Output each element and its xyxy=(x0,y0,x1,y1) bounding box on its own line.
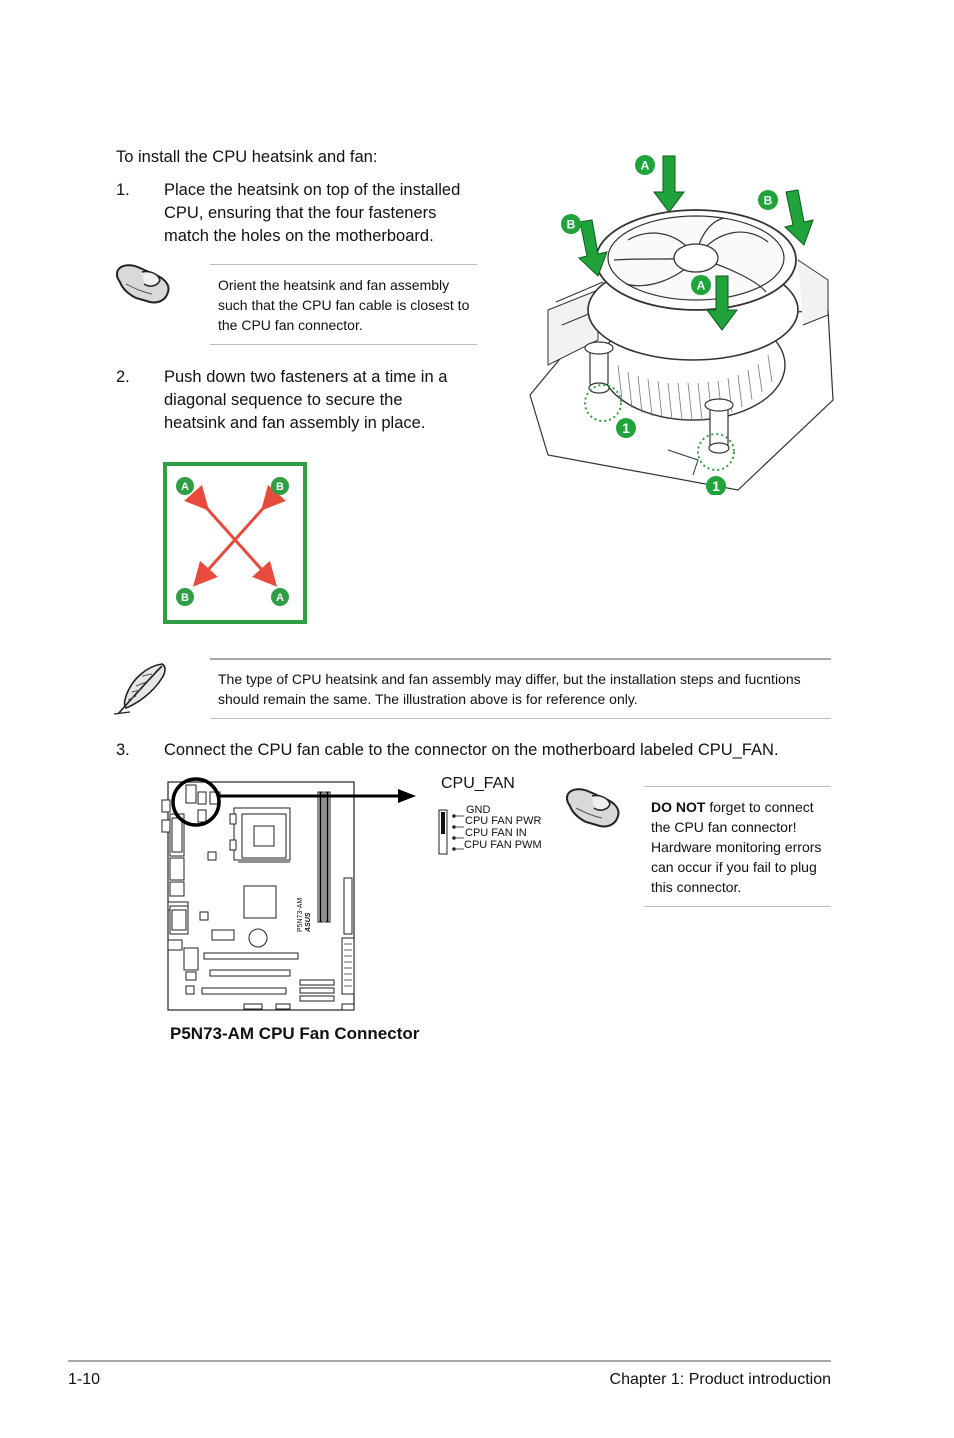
connector-highlight-circle xyxy=(171,777,221,827)
socket-edge-right xyxy=(797,259,829,326)
diagonal-sequence-diagram: A B B A xyxy=(163,462,307,624)
hole-circle-left xyxy=(584,384,622,422)
warning-bottom-rule xyxy=(644,906,831,907)
svg-text:B: B xyxy=(567,218,576,232)
warning-text: DO NOT forget to connect the CPU fan con… xyxy=(651,797,831,897)
step-2-text: Push down two fasteners at a time in a d… xyxy=(164,368,448,432)
arrow-b-right xyxy=(783,189,814,246)
svg-text:A: A xyxy=(181,481,189,493)
feather-note-icon xyxy=(113,663,166,715)
badge-a-top: A xyxy=(635,155,655,175)
step-1-text: Place the heatsink on top of the install… xyxy=(164,181,461,245)
figure-caption: P5N73-AM CPU Fan Connector xyxy=(170,1024,420,1043)
arrow-a-center xyxy=(706,275,738,331)
warning-rest: forget to connect the CPU fan connector!… xyxy=(651,799,822,895)
svg-text:B: B xyxy=(181,592,189,604)
chapter-title: Chapter 1: Product introduction xyxy=(609,1371,831,1388)
badge-bottom-right: A xyxy=(271,588,289,606)
badge-1-left: 1 xyxy=(616,418,636,438)
warning-bold: DO NOT xyxy=(651,799,706,815)
hand-warning-icon xyxy=(565,788,620,828)
fan-hub xyxy=(673,243,719,273)
note-1-bottom-rule xyxy=(210,344,477,345)
page-number: 1-10 xyxy=(68,1371,101,1388)
step-1-number: 1. xyxy=(116,181,130,199)
warning-top-rule xyxy=(644,786,831,787)
badge-a-center: A xyxy=(691,275,711,295)
pin-label-cpu-fan-in: CPU FAN IN xyxy=(465,827,527,839)
footer-rule xyxy=(68,1360,831,1362)
step-3-text: Connect the CPU fan cable to the connect… xyxy=(164,741,779,759)
note-orient-text: Orient the heatsink and fan assembly suc… xyxy=(218,277,470,333)
expansion-slots xyxy=(201,952,355,1011)
motherboard-layout: P5N73-AM ASUS xyxy=(161,777,416,1011)
intro-text: To install the CPU heatsink and fan: xyxy=(116,148,378,166)
badge-bottom-left: B xyxy=(176,588,194,606)
battery xyxy=(248,928,268,948)
svg-text:A: A xyxy=(697,279,706,293)
note-1-top-rule xyxy=(210,264,477,265)
note-2-top-rule xyxy=(210,658,831,660)
cpu-fan-title: CPU_FAN xyxy=(441,775,515,792)
pin-label-cpu-fan-pwr: CPU FAN PWR xyxy=(465,815,542,827)
cpu-fan-pin-header xyxy=(438,809,464,855)
svg-text:A: A xyxy=(641,159,650,173)
step-2-number: 2. xyxy=(116,368,130,386)
badge-top-right: B xyxy=(271,477,289,495)
note-2-bottom-rule xyxy=(210,718,831,719)
hole-circle-right xyxy=(697,433,735,471)
svg-text:A: A xyxy=(276,592,284,604)
svg-text:1: 1 xyxy=(712,478,720,494)
pin-label-gnd: GND xyxy=(466,804,491,816)
badge-top-left: A xyxy=(176,477,194,495)
pin-label-cpu-fan-pwm: CPU FAN PWM xyxy=(464,839,542,851)
arrow-b-left xyxy=(577,219,608,277)
arrow-diagonal-b xyxy=(192,484,286,587)
dimm-slots xyxy=(317,791,331,923)
heatsink-illustration: A B B A 1 1 xyxy=(529,155,834,495)
svg-text:1: 1 xyxy=(622,420,630,436)
step-3-number: 3. xyxy=(116,741,130,759)
arrow-a-top xyxy=(653,155,685,213)
note-type-text: The type of CPU heatsink and fan assembl… xyxy=(218,671,801,707)
svg-text:B: B xyxy=(276,481,284,493)
brand-label: ASUS xyxy=(305,912,312,933)
board-label: P5N73-AM xyxy=(297,898,304,932)
fasteners xyxy=(584,341,734,454)
hand-note-icon xyxy=(115,264,170,304)
svg-text:B: B xyxy=(764,194,773,208)
cpu-socket xyxy=(229,807,291,863)
chipset xyxy=(243,885,277,919)
pointer-arrowhead xyxy=(398,789,416,803)
badge-1-right: 1 xyxy=(706,476,726,495)
badge-b-right: B xyxy=(758,190,778,210)
badge-b-left: B xyxy=(561,214,581,234)
